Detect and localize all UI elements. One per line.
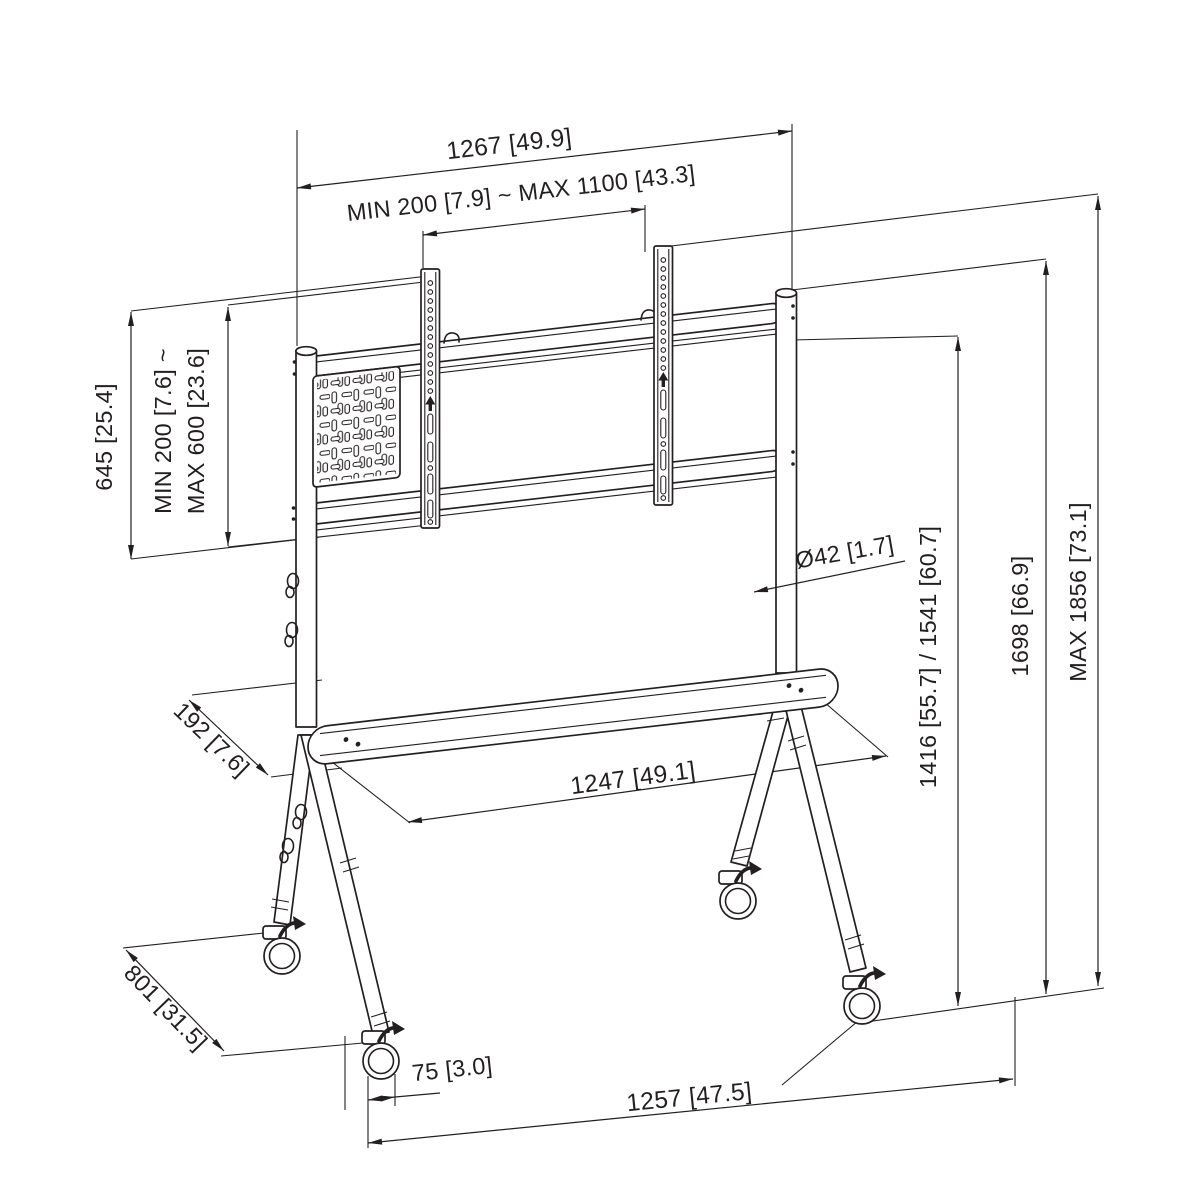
dim-line-top-depth	[188, 699, 269, 776]
cable-hooks	[279, 572, 308, 864]
dim-label-caster-offset: 75 [3.0]	[411, 1052, 494, 1086]
legs	[270, 689, 867, 1036]
dim-line-base-width	[367, 1077, 1014, 1145]
caster-rear-right	[718, 861, 762, 920]
caster-front-left	[361, 1021, 405, 1080]
rail-arrow-up-icon	[425, 396, 436, 411]
left-post	[291, 345, 318, 728]
dim-line-top-width	[296, 129, 793, 190]
dim-label-bracket-height: 645 [25.4]	[91, 383, 117, 491]
dim-line-base-depth	[125, 949, 225, 1052]
vesa-rail-right	[653, 245, 674, 506]
dim-label-base-depth: 801 [31.5]	[119, 960, 212, 1055]
ground-reference-line	[858, 987, 1105, 1024]
front-left-leg	[300, 734, 390, 1036]
shelf	[307, 668, 839, 765]
extension-lines	[122, 124, 1105, 1148]
rail-hook-left-icon	[443, 332, 460, 344]
rail-holes	[427, 280, 434, 394]
cable-hook-icon	[284, 621, 299, 648]
cable-hook-icon	[285, 572, 300, 599]
cable-management-panel	[312, 365, 401, 488]
dim-line-caster-offset	[367, 1095, 396, 1102]
dim-label-frame-height: 1698 [66.9]	[1007, 556, 1033, 677]
casters	[262, 861, 886, 1080]
dim-label-vesa-height-2: MAX 600 [23.6]	[183, 348, 209, 514]
dimension-lines	[125, 129, 1101, 1145]
cable-hook-icon	[292, 803, 308, 830]
dim-label-tube-diameter: Ø42 [1.7]	[793, 531, 895, 574]
dim-line-tube-diameter	[753, 560, 906, 593]
ground-depth-line	[781, 1020, 859, 1086]
dim-label-shelf-width: 1247 [49.1]	[569, 757, 697, 800]
dim-line-vesa-width	[422, 207, 646, 237]
dim-label-top-depth: 192 [7.6]	[169, 697, 255, 781]
rail-arrow-up-icon	[658, 372, 669, 387]
dim-label-vesa-height-1: MIN 200 [7.6] ~	[150, 348, 176, 514]
cable-hook-icon	[279, 837, 295, 864]
caster-front-right	[842, 966, 886, 1025]
rail-holes	[660, 257, 667, 371]
vesa-rail-left	[420, 268, 441, 529]
caster-rear-left	[262, 916, 306, 975]
dim-label-max-height: MAX 1856 [73.1]	[1065, 502, 1091, 682]
dimension-labels: 1267 [49.9] MIN 200 [7.9] ~ MAX 1100 [43…	[91, 124, 1091, 1117]
dim-label-vesa-width: MIN 200 [7.9] ~ MAX 1100 [43.3]	[346, 160, 697, 226]
front-right-leg	[780, 689, 867, 973]
dim-label-display-height: 1416 [55.7] / 1541 [60.7]	[915, 526, 941, 788]
right-post	[775, 287, 798, 674]
